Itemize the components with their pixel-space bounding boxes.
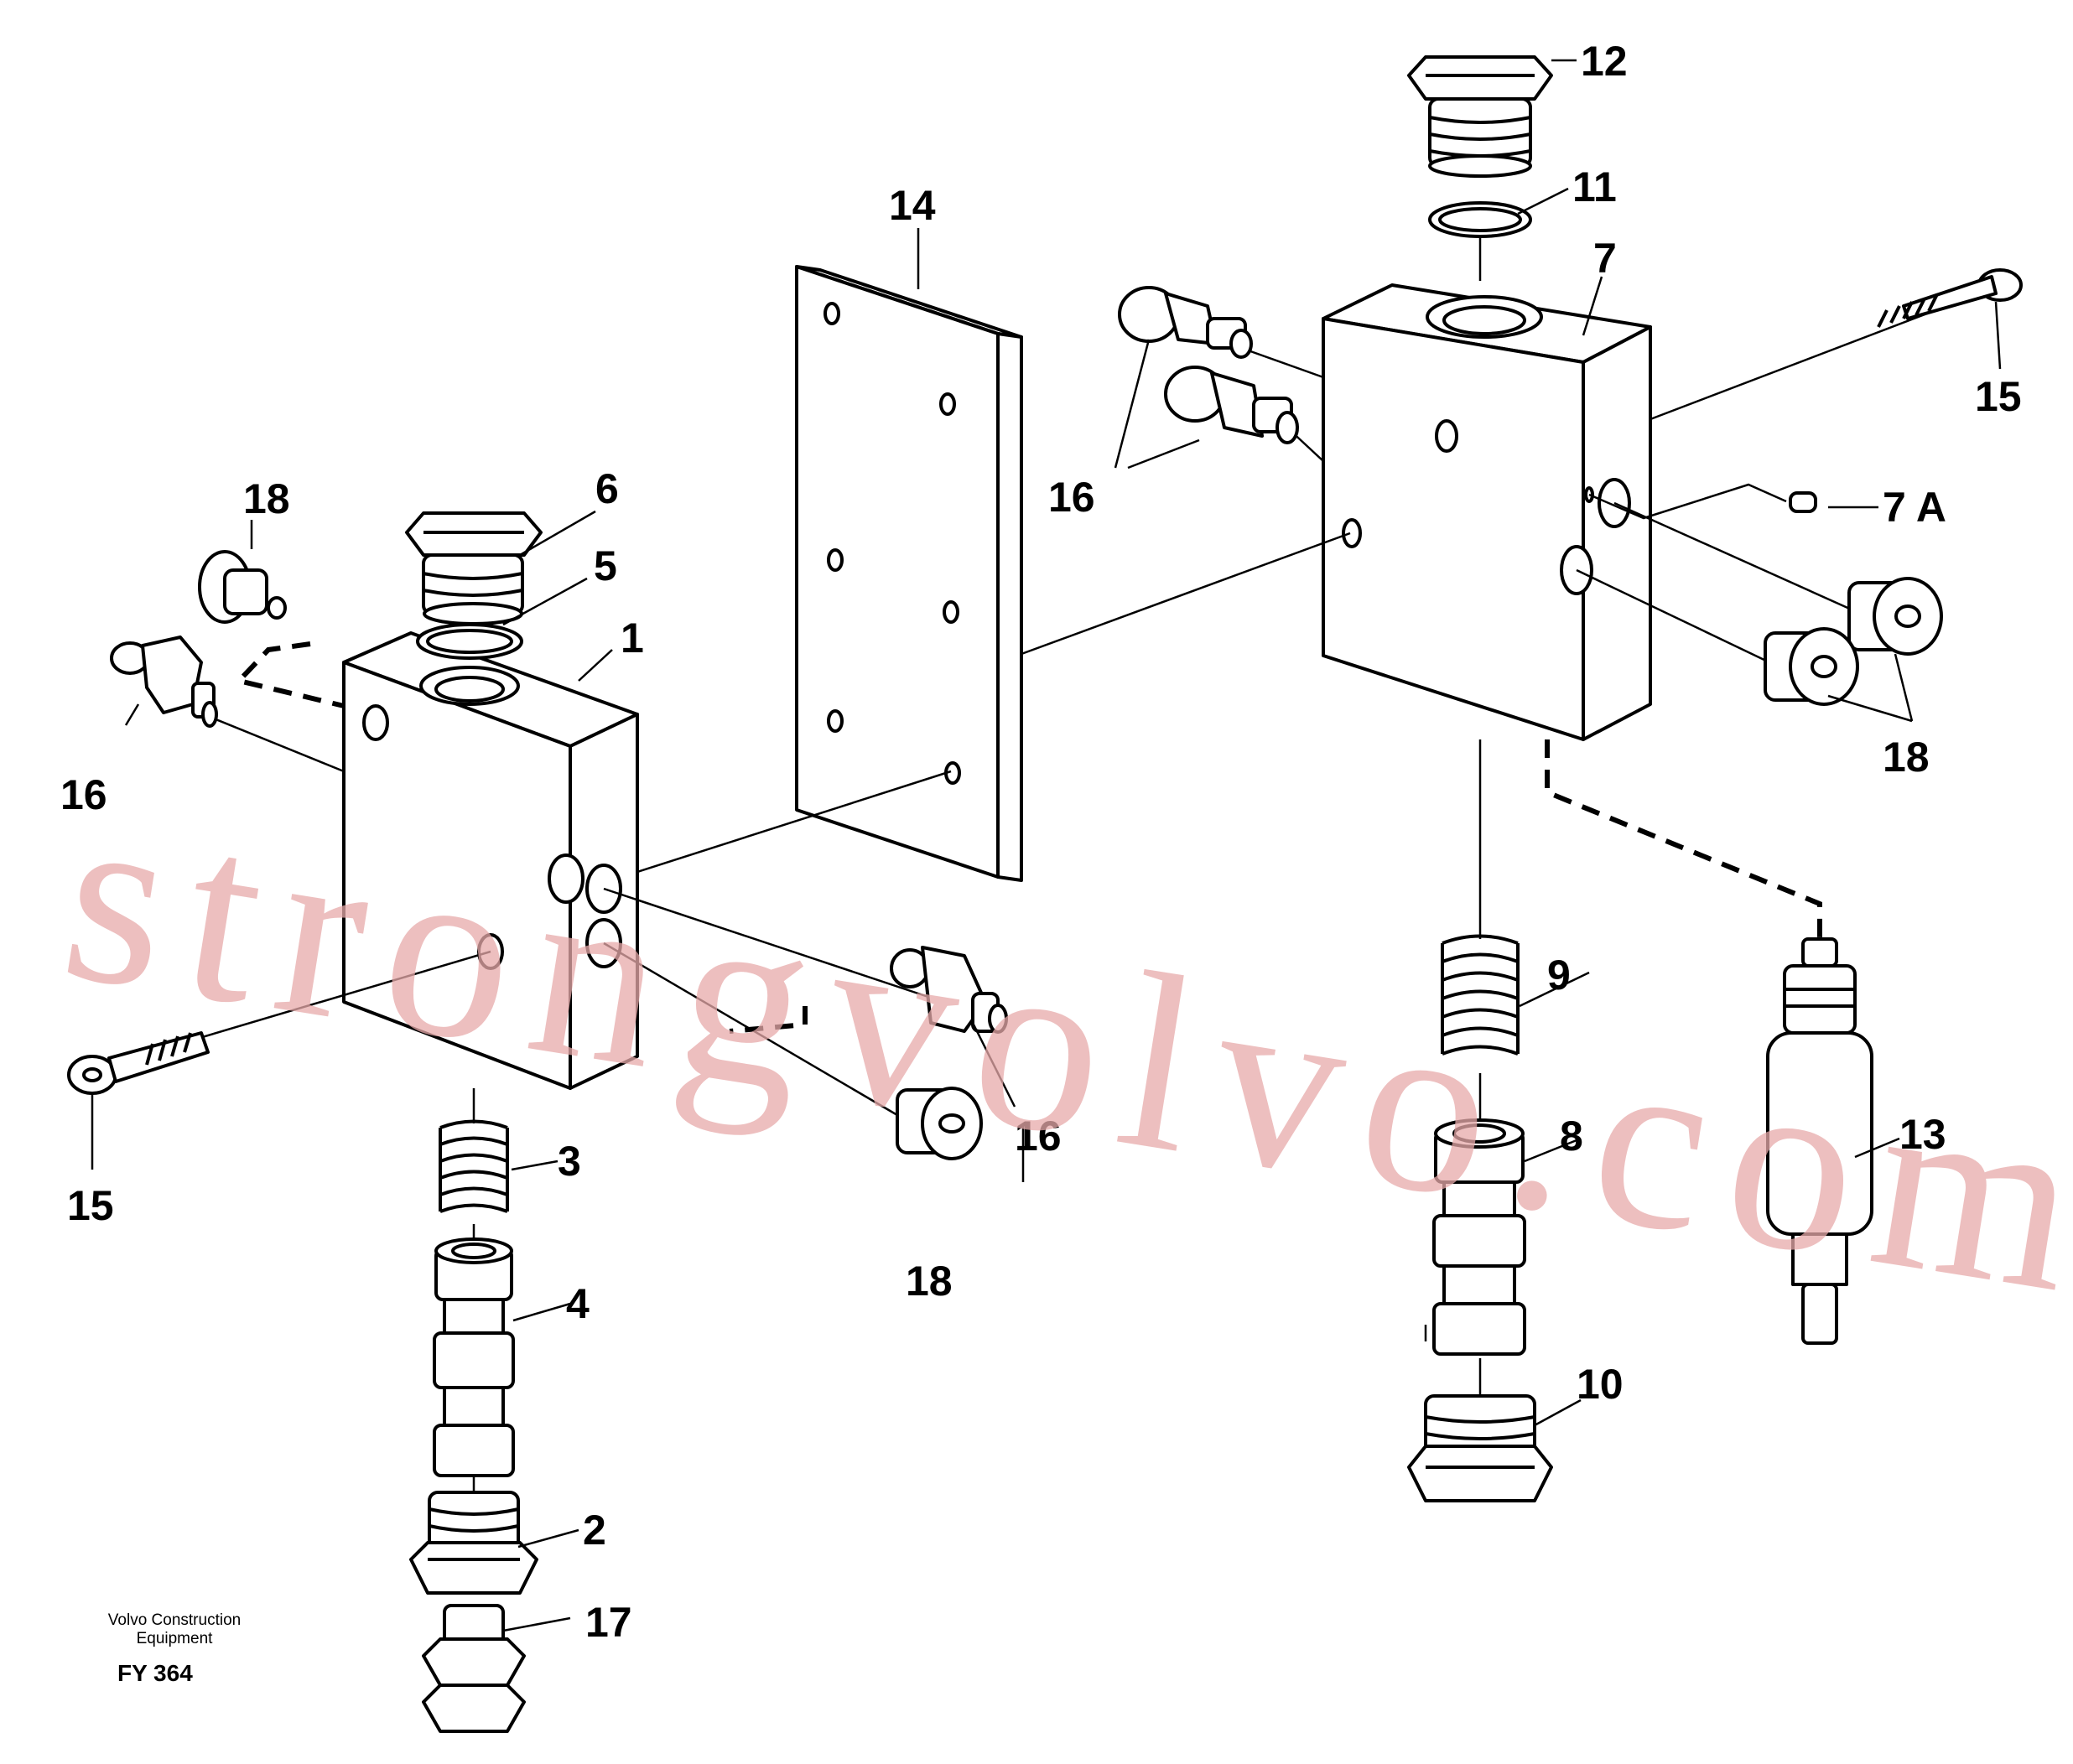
part-1-valve-block[interactable] — [342, 631, 639, 1090]
label-11: 11 — [1572, 163, 1617, 210]
label-18-right: 18 — [1883, 734, 1930, 781]
part-14-plate[interactable] — [795, 265, 1023, 882]
caption: Volvo Construction Equipment — [91, 1611, 258, 1648]
label-6: 6 — [595, 465, 619, 512]
part-6-plug[interactable] — [405, 511, 543, 625]
label-17: 17 — [585, 1599, 632, 1646]
label-16-left: 16 — [60, 771, 107, 818]
part-labels: 12 11 7 14 15 16 7 A 18 18 6 5 1 16 16 1… — [60, 38, 2022, 1646]
part-12-plug[interactable] — [1407, 55, 1553, 178]
part-18-cap-lower[interactable] — [896, 1087, 983, 1160]
part-3-spring[interactable] — [439, 1119, 509, 1213]
figure-code: FY 364 — [117, 1660, 193, 1686]
part-16-fitting-left[interactable] — [110, 636, 218, 728]
screw-15-thread-right — [1877, 293, 1939, 328]
caption-line-1: Volvo Construction — [107, 1611, 242, 1629]
label-18-left: 18 — [243, 475, 290, 522]
label-1: 1 — [621, 615, 644, 662]
part-16-fitting-upper-1[interactable] — [1118, 286, 1253, 359]
label-leaders — [91, 59, 2002, 1632]
plug-2-thread — [429, 1507, 519, 1533]
part-7a-pin[interactable] — [1789, 491, 1817, 513]
plug-10-thread — [1425, 1415, 1535, 1440]
part-13-sensor[interactable] — [1766, 937, 1873, 1345]
label-9: 9 — [1547, 952, 1571, 999]
part-10-plug[interactable] — [1407, 1394, 1553, 1502]
part-18-cap-right-2[interactable] — [1764, 627, 1859, 706]
label-3: 3 — [558, 1138, 581, 1185]
dashed-lines — [234, 641, 1822, 1034]
label-13: 13 — [1899, 1111, 1946, 1158]
part-15-screw-left[interactable] — [67, 1031, 210, 1095]
part-9-spring[interactable] — [1441, 934, 1520, 1056]
part-4-spool[interactable] — [433, 1237, 515, 1477]
part-16-fitting-upper-2[interactable] — [1164, 366, 1299, 444]
part-7-valve-block[interactable] — [1322, 283, 1652, 741]
label-7a: 7 A — [1883, 484, 1946, 531]
label-8: 8 — [1560, 1113, 1583, 1160]
part-15-screw-right[interactable] — [1902, 268, 2023, 320]
part-11-o-ring[interactable] — [1428, 201, 1532, 238]
part-5-o-ring[interactable] — [416, 623, 523, 660]
watermark-text: strongvolvo.com — [49, 752, 2073, 1348]
assembly-lines — [108, 201, 2013, 1501]
part-8-spool[interactable] — [1432, 1118, 1526, 1356]
label-16-right: 16 — [1015, 1113, 1062, 1160]
label-16-upper: 16 — [1048, 474, 1095, 521]
label-2: 2 — [583, 1507, 606, 1554]
label-15-left: 15 — [67, 1182, 114, 1229]
label-5: 5 — [594, 542, 617, 589]
label-14: 14 — [889, 182, 936, 229]
screw-15-thread-left — [145, 1032, 192, 1066]
part-18-cap-right-1[interactable] — [1847, 577, 1943, 656]
label-4: 4 — [566, 1280, 590, 1327]
label-12: 12 — [1581, 38, 1628, 85]
part-18-cap-left[interactable] — [198, 550, 287, 624]
label-7: 7 — [1593, 235, 1617, 282]
label-18-lower: 18 — [906, 1258, 953, 1305]
part-16-fitting-right[interactable] — [890, 946, 1008, 1034]
label-15-right: 15 — [1975, 373, 2022, 420]
part-17-fitting[interactable] — [422, 1604, 526, 1733]
part-2-plug[interactable] — [409, 1491, 538, 1595]
label-10: 10 — [1577, 1361, 1624, 1408]
caption-line-2: Equipment — [136, 1630, 213, 1647]
